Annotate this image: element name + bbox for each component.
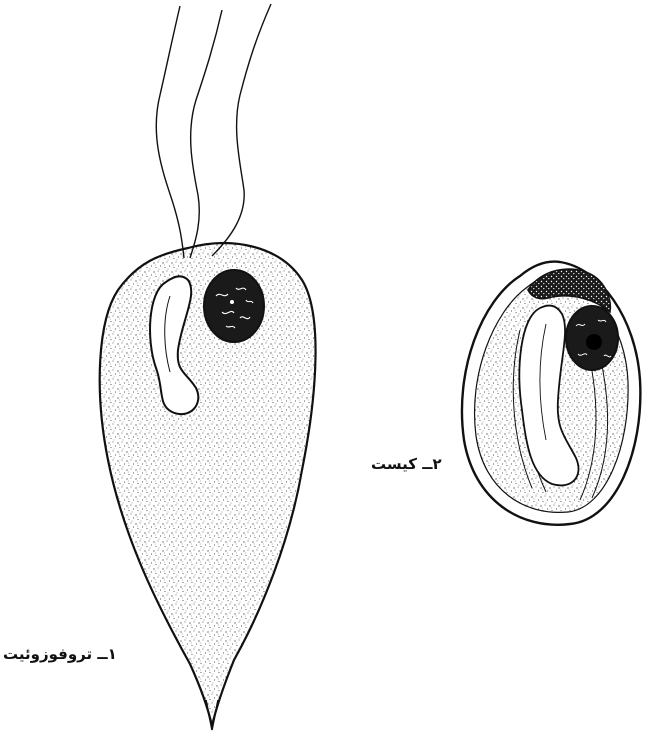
flagellum-3 <box>212 4 271 256</box>
trophozoite-nucleus <box>204 270 264 342</box>
trophozoite-drawing <box>100 4 316 730</box>
flagellum-2 <box>190 10 222 258</box>
cyst-nucleus-karyosome <box>586 334 602 350</box>
flagellum-1 <box>156 6 184 258</box>
trophozoite-label: ۱ــ تروفوزوئیت <box>3 645 117 663</box>
cyst-label: ۲ــ کیست <box>371 455 442 473</box>
cyst-drawing <box>462 262 640 525</box>
